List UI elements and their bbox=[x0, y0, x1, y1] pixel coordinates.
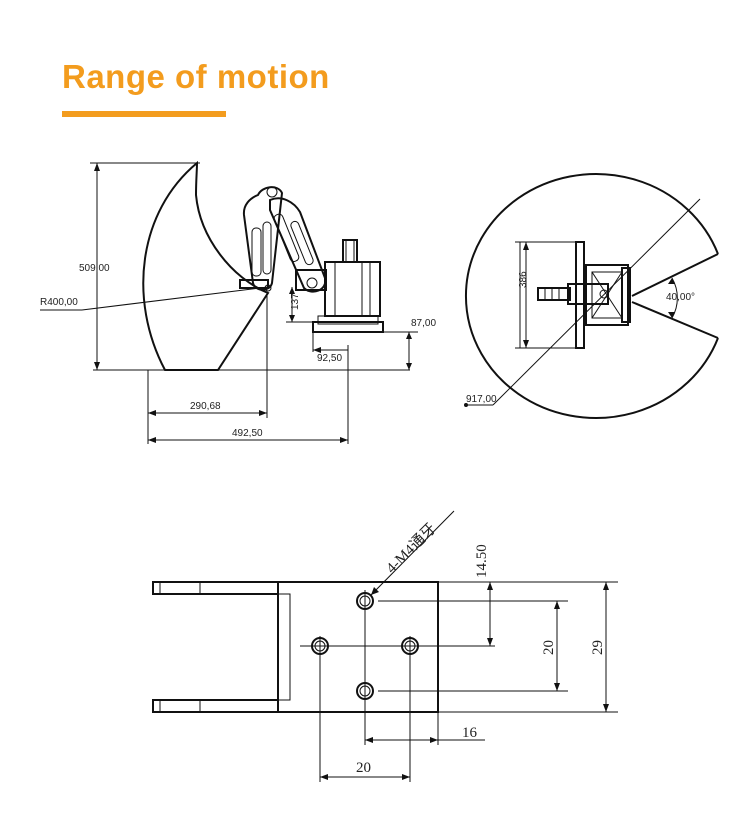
reach-circle bbox=[465, 173, 719, 419]
top-view: 40,00° 386 917,00 bbox=[464, 173, 719, 419]
offset-top-label: 14.50 bbox=[474, 544, 490, 578]
hole-spacing-vertical-label: 20 bbox=[541, 640, 557, 655]
wedge-upper-edge bbox=[631, 253, 719, 297]
radius-leader bbox=[81, 286, 269, 311]
base-offset-label: 92,50 bbox=[317, 353, 342, 364]
workspace-envelope bbox=[142, 160, 270, 371]
end-effector bbox=[239, 279, 269, 289]
hole-spacing-horizontal-label: 20 bbox=[356, 760, 371, 776]
base-height-label: 87,00 bbox=[411, 318, 436, 329]
mount-plate bbox=[277, 581, 439, 713]
depth-label: 386 bbox=[518, 271, 529, 288]
wedge-lower-edge bbox=[631, 301, 719, 339]
inner-reach-label: 290,68 bbox=[190, 401, 221, 412]
motor-cap bbox=[342, 239, 358, 263]
diameter-label: 917,00 bbox=[466, 394, 497, 405]
diameter-line bbox=[492, 198, 701, 406]
side-view: 509,00 R400,00 137 bbox=[40, 160, 436, 444]
robot-body bbox=[324, 261, 381, 317]
height-label: 509,00 bbox=[79, 263, 110, 274]
elbow-joint bbox=[266, 186, 278, 198]
robot-lower-arm bbox=[269, 197, 327, 293]
radius-label: R400,00 bbox=[40, 297, 78, 308]
page-title: Range of motion bbox=[62, 58, 330, 95]
title-underline bbox=[62, 111, 226, 117]
angle-label: 40,00° bbox=[666, 292, 695, 303]
mount-plate-drawing: 4-M4通牙 14.50 20 29 16 20 bbox=[152, 510, 618, 782]
thread-label: 4-M4通牙 bbox=[383, 520, 440, 577]
robot-top-body bbox=[585, 264, 629, 326]
joint-height-label: 137 bbox=[290, 293, 301, 310]
edge-offset-label: 16 bbox=[462, 725, 478, 741]
plate-height-label: 29 bbox=[590, 640, 606, 655]
outer-reach-label: 492,50 bbox=[232, 428, 263, 439]
robot-base-plate bbox=[312, 321, 384, 333]
fork-arms bbox=[152, 581, 278, 713]
thread-leader bbox=[370, 510, 455, 596]
